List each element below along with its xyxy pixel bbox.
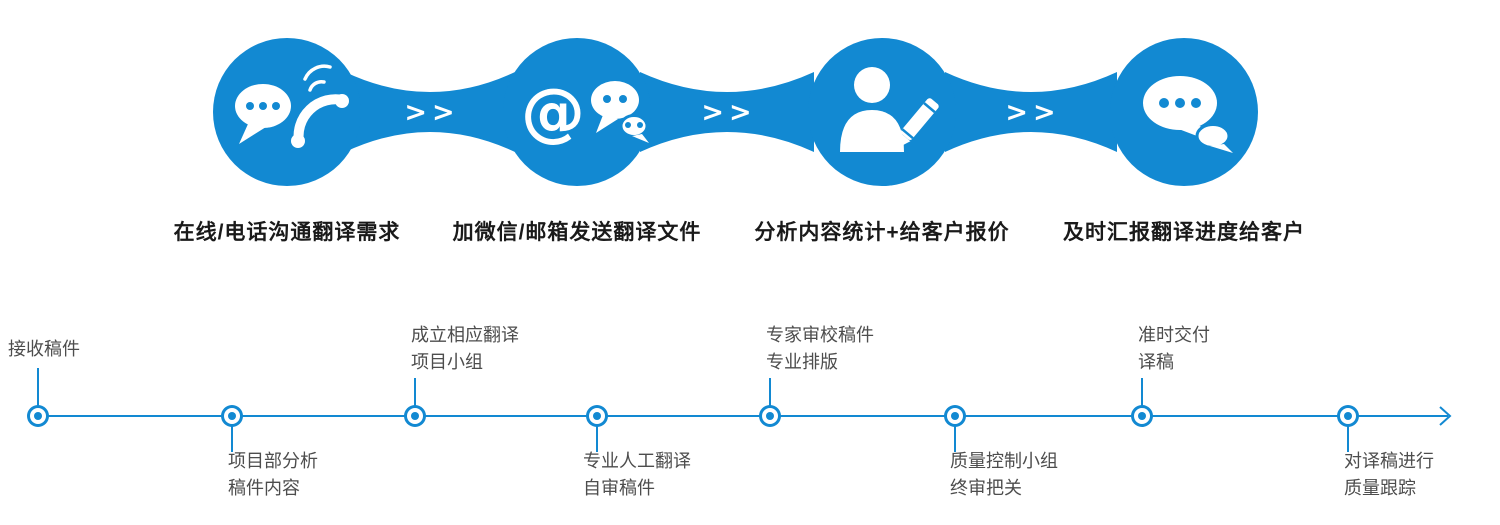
timeline-node-1 [27, 405, 49, 427]
timeline-label-line: 译稿 [1138, 352, 1174, 372]
timeline-label-line: 质量控制小组 [950, 451, 1058, 471]
timeline-label-line: 对译稿进行 [1344, 451, 1434, 471]
timeline-label-7: 准时交付 译稿 [1138, 322, 1210, 376]
timeline-label-5: 专家审校稿件 专业排版 [766, 322, 874, 376]
step-caption-4: 及时汇报翻译进度给客户 [1063, 221, 1305, 244]
timeline-tick [596, 424, 598, 452]
arrow-right-icon [1439, 406, 1452, 426]
timeline-label-line: 专业人工翻译 [583, 451, 691, 471]
timeline-tick [954, 424, 956, 452]
connector-ribbon [640, 72, 814, 152]
timeline-label-line: 项目部分析 [228, 451, 318, 471]
chevron-arrows-icon: >> [701, 97, 756, 128]
timeline-node-3 [404, 405, 426, 427]
timeline-axis [30, 406, 1452, 426]
timeline-node-4 [586, 405, 608, 427]
at-wechat-icon: @ [521, 76, 649, 150]
timeline-node-5 [759, 405, 781, 427]
at-glyph: @ [521, 76, 585, 150]
chevron-arrows-icon: >> [1005, 97, 1060, 128]
timeline-label-3: 成立相应翻译 项目小组 [411, 322, 519, 376]
connector-ribbon [345, 72, 515, 152]
timeline-label-line: 项目小组 [411, 352, 483, 372]
timeline-label-line: 自审稿件 [583, 478, 655, 498]
connector-ribbon [945, 72, 1117, 152]
timeline-tick [769, 378, 771, 407]
timeline-label-8: 对译稿进行 质量跟踪 [1344, 448, 1434, 502]
timeline-label-2: 项目部分析 稿件内容 [228, 448, 318, 502]
timeline-tick [1347, 424, 1349, 452]
analyst-pencil-icon [840, 67, 939, 152]
step-circle-4 [1110, 38, 1258, 186]
timeline-label-line: 终审把关 [950, 478, 1022, 498]
timeline-label-line: 质量跟踪 [1344, 478, 1416, 498]
timeline-label-line: 接收稿件 [8, 339, 80, 359]
timeline-label-line: 专家审校稿件 [766, 325, 874, 345]
step-circle-2: @ [503, 38, 651, 186]
timeline-label-line: 专业排版 [766, 352, 838, 372]
timeline-node-6 [944, 405, 966, 427]
timeline-tick [1141, 378, 1143, 407]
timeline-label-line: 准时交付 [1138, 325, 1210, 345]
timeline-tick [231, 424, 233, 452]
process-flow-graphic: >> >> >> @ [213, 38, 1258, 186]
timeline-node-2 [221, 405, 243, 427]
step-caption-1: 在线/电话沟通翻译需求 [173, 221, 401, 244]
timeline-label-4: 专业人工翻译 自审稿件 [583, 448, 691, 502]
timeline-label-line: 稿件内容 [228, 478, 300, 498]
step-caption-2: 加微信/邮箱发送翻译文件 [452, 221, 702, 244]
timeline-tick [37, 368, 39, 407]
chat-phone-icon [235, 64, 349, 148]
step-circle-3 [808, 38, 956, 186]
timeline-node-7 [1131, 405, 1153, 427]
step-circle-1 [213, 38, 361, 186]
timeline-label-1: 接收稿件 [8, 336, 80, 363]
step-caption-3: 分析内容统计+给客户报价 [754, 221, 1010, 244]
timeline-node-8 [1337, 405, 1359, 427]
timeline-tick [414, 378, 416, 407]
timeline-label-line: 成立相应翻译 [411, 325, 519, 345]
chevron-arrows-icon: >> [404, 97, 459, 128]
timeline-label-6: 质量控制小组 终审把关 [950, 448, 1058, 502]
chat-report-icon [1143, 76, 1233, 153]
